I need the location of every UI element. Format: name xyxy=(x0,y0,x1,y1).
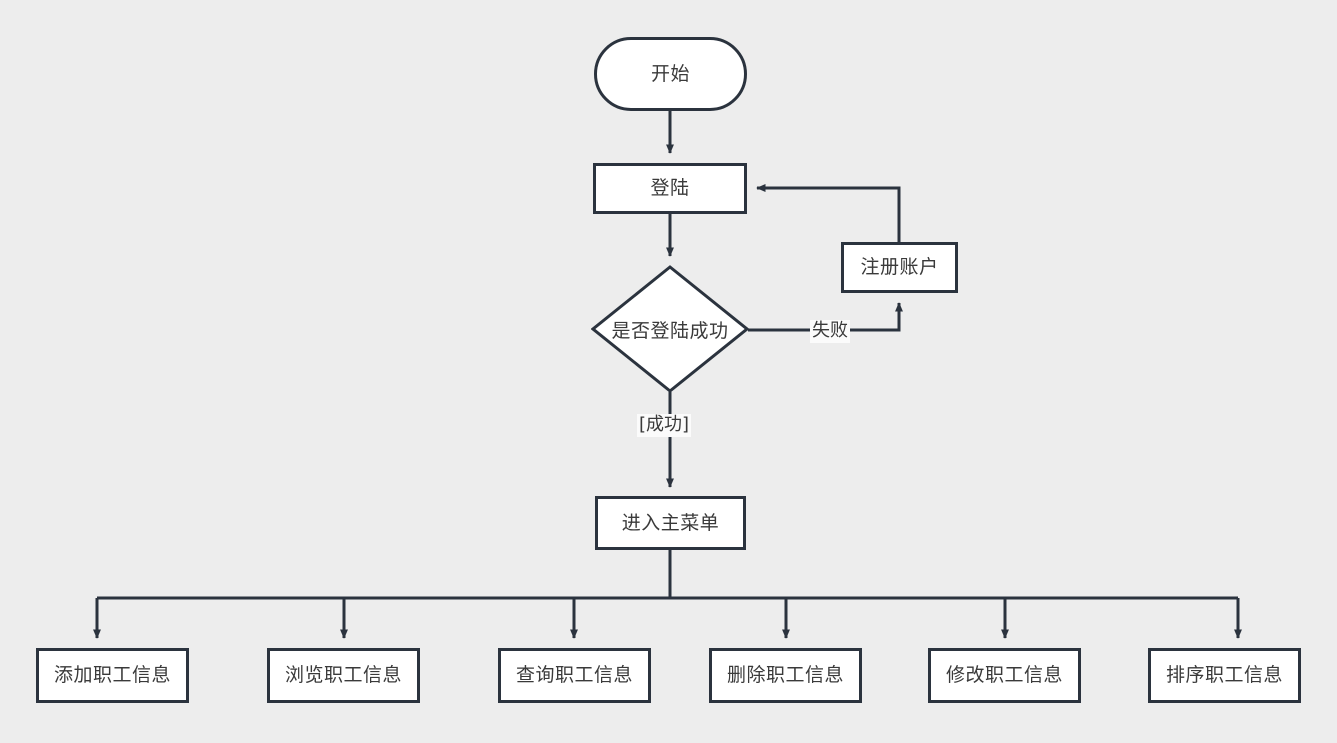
node-query-employee-label: 查询职工信息 xyxy=(515,664,633,686)
node-browse-employee[interactable]: 浏览职工信息 xyxy=(267,648,420,703)
node-main-menu-label: 进入主菜单 xyxy=(621,511,720,534)
node-login-label: 登陆 xyxy=(650,177,690,199)
node-sort-employee[interactable]: 排序职工信息 xyxy=(1148,648,1301,703)
node-browse-employee-label: 浏览职工信息 xyxy=(284,664,402,686)
node-query-employee[interactable]: 查询职工信息 xyxy=(498,648,651,703)
node-sort-employee-label: 排序职工信息 xyxy=(1165,664,1283,686)
node-modify-employee-label: 修改职工信息 xyxy=(945,664,1063,686)
node-login[interactable]: 登陆 xyxy=(593,163,747,214)
node-add-employee-label: 添加职工信息 xyxy=(53,664,171,686)
edge-label-fail: 失败 xyxy=(810,320,850,343)
node-decision[interactable]: 是否登陆成功 xyxy=(591,265,749,393)
node-main-menu[interactable]: 进入主菜单 xyxy=(595,496,746,550)
node-decision-label: 是否登陆成功 xyxy=(611,319,729,342)
node-register[interactable]: 注册账户 xyxy=(841,242,958,293)
node-delete-employee-label: 删除职工信息 xyxy=(726,664,844,686)
node-add-employee[interactable]: 添加职工信息 xyxy=(36,648,189,703)
node-start-label: 开始 xyxy=(650,62,690,85)
node-modify-employee[interactable]: 修改职工信息 xyxy=(928,648,1081,703)
node-start[interactable]: 开始 xyxy=(594,37,747,111)
connector-register-to-login xyxy=(756,184,901,242)
node-register-label: 注册账户 xyxy=(860,256,939,278)
decision-diamond-shape xyxy=(591,265,749,393)
node-delete-employee[interactable]: 删除职工信息 xyxy=(709,648,862,703)
connector-decision-to-register xyxy=(748,302,903,332)
edge-label-success: [成功] xyxy=(637,414,692,437)
